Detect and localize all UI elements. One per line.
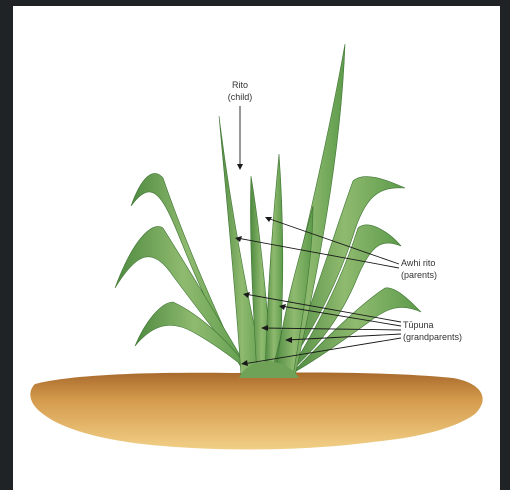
rito-label: Rito bbox=[232, 80, 248, 90]
tupuna-label: Tūpuna bbox=[403, 320, 434, 330]
rito-gloss: (child) bbox=[228, 92, 253, 102]
harakeke-diagram: Rito (child) Awhi rito (parents) Tūpuna … bbox=[13, 6, 500, 490]
tupuna-gloss: (grandparents) bbox=[403, 332, 462, 342]
awhi-rito-gloss: (parents) bbox=[401, 270, 437, 280]
rito-pointer bbox=[237, 106, 243, 170]
awhi-rito-label: Awhi rito bbox=[401, 258, 435, 268]
soil bbox=[30, 373, 482, 450]
diagram-canvas: Rito (child) Awhi rito (parents) Tūpuna … bbox=[13, 6, 500, 490]
